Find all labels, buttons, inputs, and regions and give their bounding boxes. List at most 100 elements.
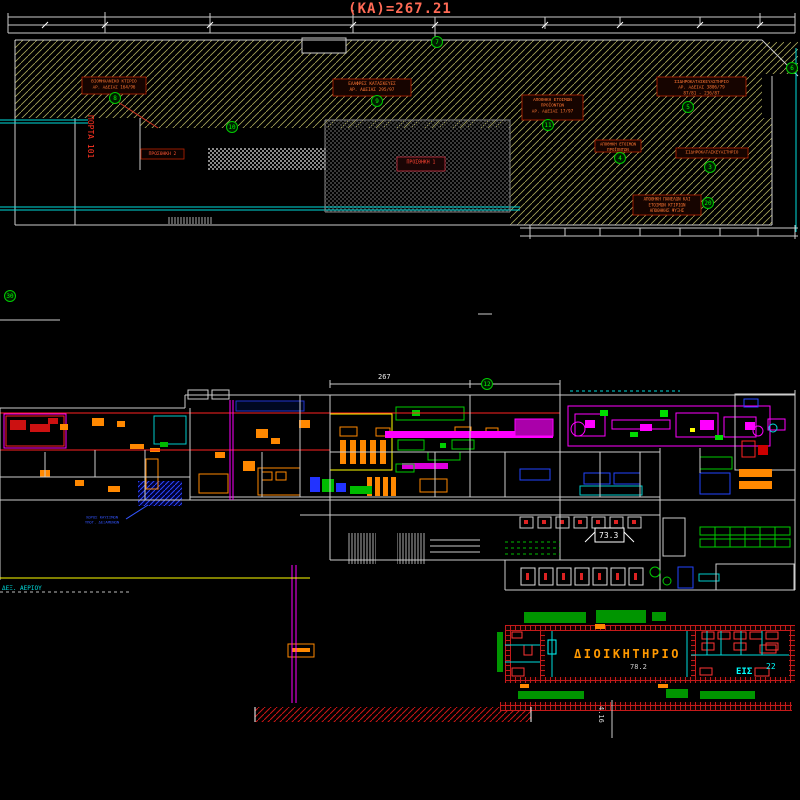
plan-rect: [556, 567, 572, 586]
grid-bubble: 5: [682, 101, 694, 113]
plan-rect: [574, 567, 590, 586]
grid-bubble-number: 6: [790, 65, 794, 72]
plan-circle: [768, 423, 778, 433]
plan-rect: [677, 566, 694, 589]
plan-rect: [666, 689, 688, 698]
plan-rect: [339, 426, 358, 437]
plan-rect: [299, 420, 310, 428]
plan-rect: [567, 405, 771, 447]
grid-bubble-number: 20: [704, 200, 712, 207]
hatch-region: [397, 533, 426, 564]
plan-line: [756, 21, 764, 29]
annotation-text: 4.16: [597, 706, 605, 723]
plan-rect: [402, 463, 448, 469]
grid-bubble-circle: [431, 36, 443, 48]
plan-rect: [292, 648, 310, 652]
plan-rect: [235, 400, 305, 412]
plan-rect: [519, 468, 551, 481]
plan-line: [101, 21, 109, 29]
plan-rect: [75, 480, 84, 486]
grid-bubble: 20: [702, 197, 714, 209]
plan-rect: [520, 684, 529, 688]
hatch-region: [789, 631, 795, 677]
plan-rect: [700, 691, 755, 699]
annotation-text: ΕΙΣ: [736, 667, 753, 677]
grid-bubble-circle: [786, 62, 798, 74]
plan-rect: [520, 567, 536, 586]
hatch-region: [500, 702, 792, 711]
plan-rect: [160, 442, 168, 447]
plan-rect: [544, 573, 547, 580]
plan-rect: [698, 573, 720, 582]
plan-rect: [585, 420, 595, 428]
annotation-text: ΔΙΟΙΚΗΤΗΡΙΟ: [574, 647, 681, 661]
plan-circle: [752, 425, 764, 437]
plan-rect: [92, 418, 104, 426]
grid-bubble-number: 30: [6, 293, 14, 300]
label-extension-2: ΠΡΟΣΘΗΚΗ 2: [140, 148, 185, 160]
annotation-text: ΠΟΡΤΑ 101: [86, 115, 95, 159]
plan-rect: [395, 463, 415, 473]
wall-line-layer: [0, 10, 799, 738]
plan-rect: [595, 624, 605, 629]
grid-bubble-circle: [702, 197, 714, 209]
plan-rect: [108, 486, 120, 492]
plan-rect: [699, 456, 733, 470]
grid-bubble: 12: [481, 378, 493, 390]
plan-line: [41, 21, 49, 29]
plan-rect: [690, 428, 695, 432]
plan-rect: [594, 527, 625, 543]
plan-rect: [658, 684, 668, 688]
plan-line: [616, 21, 624, 29]
plan-rect: [322, 479, 334, 492]
grid-bubble: 7: [431, 36, 443, 48]
plan-rect: [427, 451, 461, 461]
hatch-region: [168, 217, 212, 224]
plan-rect: [660, 410, 668, 417]
plan-rect: [699, 472, 731, 495]
plan-rect: [275, 471, 287, 481]
plan-rect: [526, 573, 529, 580]
plan-rect: [524, 520, 528, 524]
grid-bubble-circle: [682, 101, 694, 113]
grid-bubble-circle: [481, 378, 493, 390]
label-finished-products-2-box: [594, 139, 642, 153]
plan-rect: [451, 439, 475, 450]
grid-bubble: 11: [542, 119, 554, 131]
equipment-layer: [3, 37, 796, 699]
plan-rect: [497, 632, 503, 672]
grid-bubble-number: 4: [618, 155, 622, 162]
plan-rect: [60, 424, 68, 430]
plan-rect: [699, 667, 713, 676]
plan-rect: [700, 420, 714, 430]
plan-rect: [662, 517, 686, 557]
hatch-region: [505, 625, 795, 631]
plan-rect: [610, 567, 626, 586]
grid-bubble-number: 12: [483, 381, 491, 388]
plan-rect: [336, 483, 346, 492]
hatch-region: [505, 631, 511, 677]
plan-rect: [715, 563, 795, 591]
plan-rect: [261, 471, 273, 481]
plan-rect: [632, 520, 636, 524]
plan-line: [541, 21, 549, 29]
plan-line: [696, 21, 704, 29]
plan-rect: [758, 445, 768, 455]
symbol-layer: [570, 421, 778, 586]
plan-rect: [628, 567, 644, 586]
plan-rect: [616, 573, 619, 580]
label-extension-1-text: ΠΡΟΣΘΗΚΗ 1: [407, 159, 436, 165]
plan-rect: [634, 573, 637, 580]
hatch-region: [255, 707, 531, 722]
plan-rect: [310, 477, 320, 492]
plan-line: [349, 21, 357, 29]
plan-rect: [215, 452, 225, 458]
plan-rect: [243, 461, 255, 471]
grid-bubble-number: 10: [228, 124, 236, 131]
